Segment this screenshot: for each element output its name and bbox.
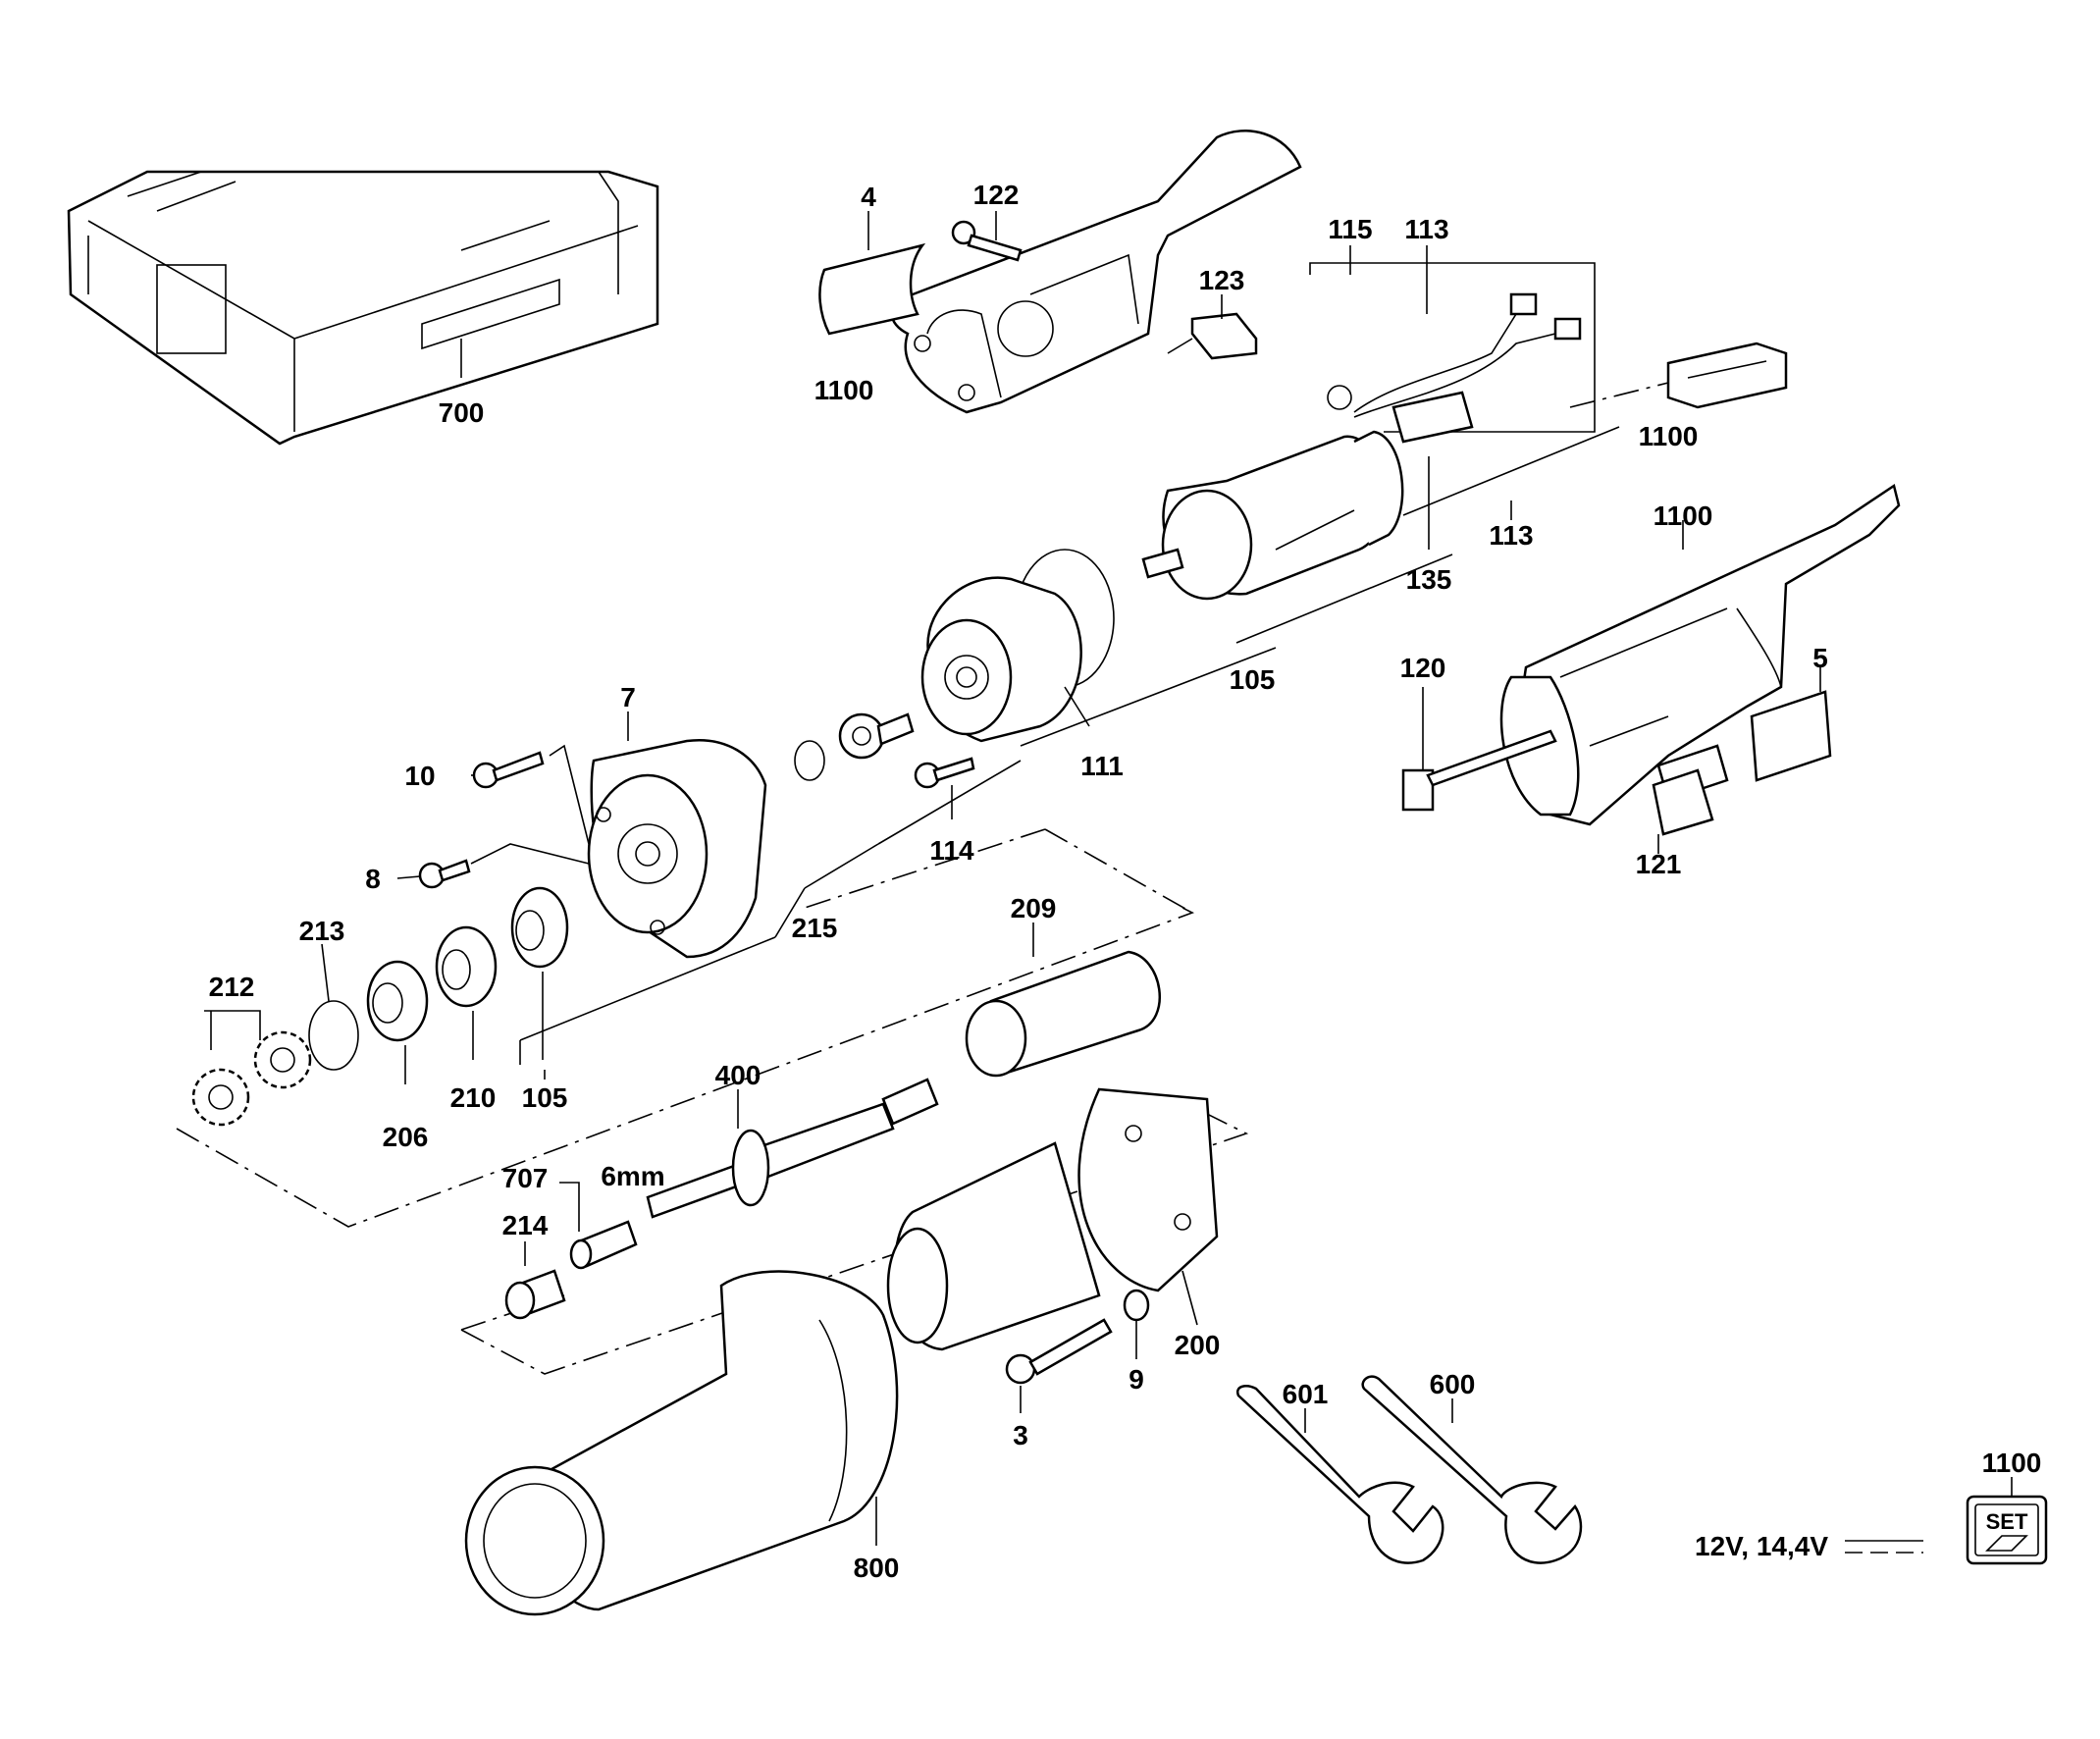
circlip-213: [308, 1000, 359, 1071]
voltage-note: 12V, 14,4V: [1695, 1531, 1828, 1561]
label-1100-top: 1100: [814, 375, 874, 405]
label-200: 200: [1175, 1330, 1221, 1360]
label-209: 209: [1011, 893, 1057, 923]
label-214: 214: [502, 1210, 549, 1240]
slide-switch: [1401, 729, 1557, 812]
front-housing-200: [886, 1087, 1219, 1351]
o-ring-215: [794, 740, 825, 781]
washer-9: [1123, 1289, 1150, 1322]
label-105-top: 105: [1230, 664, 1276, 695]
label-7: 7: [620, 682, 636, 712]
label-115: 115: [1328, 214, 1372, 244]
screw-8: [418, 859, 471, 889]
bearing-105: [510, 886, 569, 969]
spindle-400: [646, 1078, 939, 1219]
label-121: 121: [1636, 849, 1682, 879]
label-5: 5: [1812, 643, 1828, 673]
label-120: 120: [1400, 653, 1446, 683]
label-210: 210: [450, 1082, 497, 1113]
pad-123: [1190, 312, 1258, 360]
sleeve-209: [965, 950, 1162, 1078]
label-sticker-5: [1750, 690, 1832, 782]
label-213: 213: [299, 916, 345, 946]
label-1100-set: 1100: [1982, 1448, 2042, 1478]
set-badge-text: SET: [1986, 1509, 2028, 1534]
wrench-600: [1361, 1375, 1583, 1564]
label-212: 212: [209, 972, 255, 1002]
gear-head-housing: [587, 738, 767, 959]
motor: [1141, 430, 1404, 601]
screw-122: [951, 211, 1023, 262]
gear-housing: [920, 576, 1082, 743]
label-1100-switch: 1100: [1639, 421, 1699, 451]
label-9: 9: [1129, 1364, 1144, 1395]
label-4: 4: [861, 182, 876, 212]
lock-washers-212: [191, 1030, 312, 1127]
wire-harness: [1327, 292, 1582, 444]
label-113-top: 113: [1404, 214, 1448, 244]
label-700: 700: [439, 397, 485, 428]
nose-cover-800: [464, 1270, 899, 1616]
collet-707: [569, 1220, 638, 1270]
label-601: 601: [1283, 1379, 1329, 1409]
label-400: 400: [715, 1060, 761, 1090]
label-sticker: [818, 242, 926, 336]
label-206: 206: [383, 1122, 429, 1152]
label-10: 10: [404, 761, 435, 791]
label-135: 135: [1406, 564, 1452, 595]
label-707: 707: [502, 1163, 549, 1193]
label-122: 122: [973, 180, 1020, 210]
pinion-gear: [838, 712, 915, 760]
label-8: 8: [365, 864, 381, 894]
label-215: 215: [792, 913, 838, 943]
label-3: 3: [1013, 1420, 1028, 1450]
screw-10: [472, 751, 545, 789]
label-111: 111: [1080, 751, 1124, 781]
screw-114: [914, 757, 975, 789]
label-105-bottom: 105: [522, 1082, 568, 1113]
carry-case: [67, 170, 659, 446]
label-113-mid: 113: [1489, 520, 1533, 551]
label-600: 600: [1430, 1369, 1476, 1399]
seal-210: [435, 925, 498, 1008]
collet-nut-214: [504, 1269, 566, 1320]
screw-3: [1005, 1318, 1113, 1385]
set-badge: SET: [1966, 1477, 2048, 1565]
label-123: 123: [1199, 265, 1245, 295]
switch-module: [1666, 342, 1788, 409]
bearing-206: [366, 960, 429, 1042]
label-114: 114: [929, 835, 974, 866]
label-800: 800: [854, 1553, 900, 1583]
label-6mm: 6mm: [601, 1161, 664, 1191]
wrench-601: [1235, 1385, 1444, 1564]
label-1100-housing: 1100: [1654, 501, 1713, 531]
